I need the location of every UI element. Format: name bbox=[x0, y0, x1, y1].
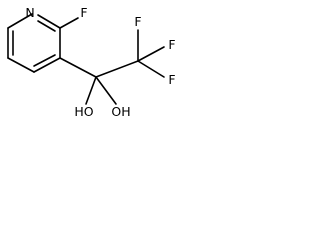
chemical-structure: N F F F F HO OH bbox=[7, 5, 176, 119]
atom-label-hydroxyl-right: OH bbox=[111, 104, 130, 119]
atom-label-fluorine-lower-right: F bbox=[168, 72, 175, 87]
atom-label-fluorine-ring: F bbox=[80, 5, 87, 20]
bond-cquat-oh-left bbox=[85, 76, 97, 105]
atom-label-hydroxyl-left: HO bbox=[74, 104, 93, 119]
atom-label-fluorine-top: F bbox=[134, 14, 141, 29]
bond-c2-n-inner bbox=[37, 20, 56, 32]
bond-c5-c4 bbox=[7, 57, 35, 73]
bond-cf3-f-upper bbox=[137, 46, 165, 62]
bond-c2-f bbox=[59, 17, 79, 29]
bond-c2-n bbox=[37, 14, 61, 29]
bond-cquat-cf3 bbox=[95, 60, 139, 78]
bond-c3-cquat bbox=[59, 57, 97, 78]
bond-cquat-oh-right bbox=[95, 76, 117, 105]
atom-label-nitrogen: N bbox=[25, 5, 34, 20]
bond-c4-c3-inner bbox=[33, 54, 56, 67]
atom-label-fluorine-upper-right: F bbox=[168, 37, 175, 52]
bond-c4-c3 bbox=[33, 57, 61, 73]
bond-n-c6 bbox=[7, 13, 33, 29]
bond-cf3-f-lower bbox=[137, 60, 165, 78]
pyridine-ring bbox=[7, 13, 61, 73]
